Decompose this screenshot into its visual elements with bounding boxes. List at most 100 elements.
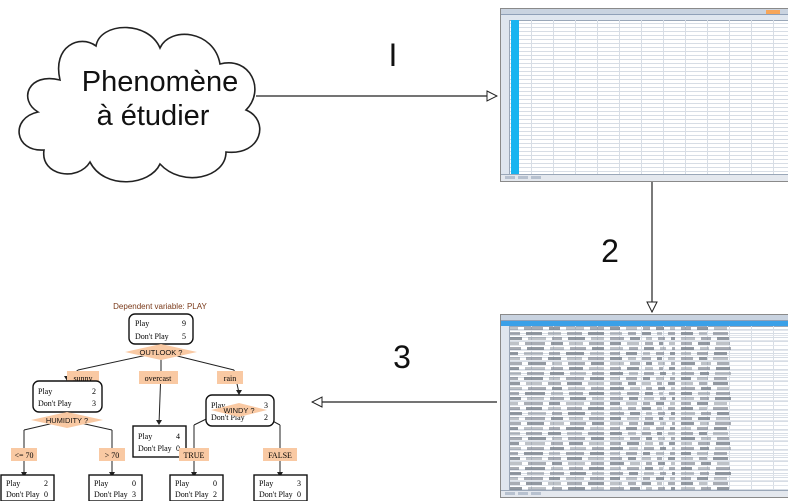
sheet2-cell: [526, 456, 542, 460]
sheet2-cell: [590, 476, 604, 480]
sheet2-row: [510, 336, 788, 341]
sheet2-cell: [510, 341, 519, 345]
sheet2-cell: [549, 451, 560, 455]
sheet2-row: [510, 366, 788, 371]
sheet2-cell: [549, 326, 560, 330]
sheet2-cell: [657, 356, 662, 360]
sheet2-cell: [697, 401, 708, 405]
sheet2-cell: [629, 471, 638, 475]
leaf-windy-false: Play 3 Don't Play 0: [253, 474, 308, 501]
sheet2-cell: [510, 466, 519, 470]
sheet2-cell: [697, 376, 708, 380]
sheet2-cell: [668, 356, 675, 360]
sheet2-cell: [657, 331, 662, 335]
sheet2-cell: [526, 381, 542, 385]
sheet2-cell: [588, 356, 604, 360]
sheet2-statusbar: [501, 490, 788, 497]
sheet2-cell: [698, 341, 710, 345]
decision-tree: Dependent variable: PLAY: [0, 302, 308, 501]
sheet2-cell: [589, 441, 604, 445]
sheet2-cell: [668, 406, 675, 410]
sheet2-cell: [713, 456, 728, 460]
sheet2-cell: [681, 371, 694, 375]
sheet2-cell: [713, 331, 728, 335]
sheet2-cell: [717, 361, 729, 365]
sheet2-cell: [642, 406, 651, 410]
sheet2-cell: [568, 361, 585, 365]
sheet2-cell: [659, 341, 663, 345]
sheet2-cell: [670, 401, 675, 405]
sheet2-row: [510, 341, 788, 346]
sheet2-cell: [628, 381, 636, 385]
sheet2-cell: [610, 361, 624, 365]
branch-rain: rain: [224, 374, 236, 383]
sheet2-cell: [669, 391, 675, 395]
sheet2-cell: [715, 346, 731, 350]
sheet2-cell: [610, 461, 624, 465]
sheet2-cell: [699, 456, 707, 460]
leaf4-play-count: 3: [297, 479, 301, 488]
sheet2-cell: [626, 326, 637, 330]
sheet2-cell: [715, 421, 731, 425]
leaf1-dont-label: Don't Play: [6, 490, 40, 499]
sheet2-row-header: [501, 326, 510, 491]
sheet2-cell: [527, 396, 544, 400]
sheet2-cell: [569, 341, 583, 345]
sheet2-cell: [700, 421, 709, 425]
sheet2-cell: [589, 341, 604, 345]
sheet2-cell: [527, 371, 544, 375]
rain-play-count: 3: [264, 401, 268, 410]
sheet2-cell: [672, 371, 675, 375]
sheet2-cell: [552, 461, 562, 465]
sheet2-cell: [510, 441, 519, 445]
sheet2-row: [510, 456, 788, 461]
sheet2-cell: [550, 371, 564, 375]
sheet2-cell: [592, 446, 604, 450]
sheet2-cell: [671, 386, 675, 390]
sheet2-cell: [610, 331, 622, 335]
sheet2-cell: [681, 376, 691, 380]
sheet2-cell: [510, 421, 521, 425]
sheet2-cells: [510, 326, 788, 491]
sheet2-row: [510, 446, 788, 451]
dependent-variable-label: Dependent variable: PLAY: [113, 302, 207, 311]
sheet2-cell: [589, 416, 604, 420]
sheet2-cell: [590, 451, 604, 455]
sheet2-cell: [681, 336, 695, 340]
sheet2-cell: [588, 456, 604, 460]
sheet2-cell: [660, 446, 666, 450]
sheet2-cell: [610, 411, 624, 415]
sheet2-cell: [510, 476, 518, 480]
leaf3-dont-count: 2: [213, 490, 217, 499]
sheet2-cell: [658, 411, 665, 415]
sheet2-cell: [681, 386, 695, 390]
sheet2-cell: [568, 486, 585, 490]
sheet2-cell: [610, 356, 622, 360]
sheet2-cell: [669, 416, 675, 420]
sheet-highlight-cell: [766, 10, 780, 14]
sheet2-cell: [643, 451, 650, 455]
sheet2-row: [510, 361, 788, 366]
sheet2-cell: [714, 476, 727, 480]
sheet2-cell: [646, 411, 652, 415]
sheet2-cell: [646, 361, 652, 365]
sheet2-cell: [510, 431, 520, 435]
sheet2-cell: [716, 391, 730, 395]
sheet2-cell: [670, 451, 675, 455]
sheet2-cell: [642, 381, 651, 385]
sheet2-cell: [656, 426, 664, 430]
sheet2-cell: [642, 456, 651, 460]
sheet2-cell: [658, 386, 665, 390]
sheet2-row: [510, 381, 788, 386]
sheet2-cell: [510, 366, 519, 370]
sheet2-cell: [660, 396, 666, 400]
sheet-row-header: [501, 20, 510, 175]
sheet2-cell: [567, 356, 582, 360]
sheet2-cell: [510, 336, 522, 340]
sheet2-cell: [525, 366, 545, 370]
branch-humidity-low: <= 70: [14, 451, 33, 460]
sheet2-cell: [700, 371, 709, 375]
sheet2-cell: [551, 466, 563, 470]
sheet2-cell: [567, 481, 582, 485]
